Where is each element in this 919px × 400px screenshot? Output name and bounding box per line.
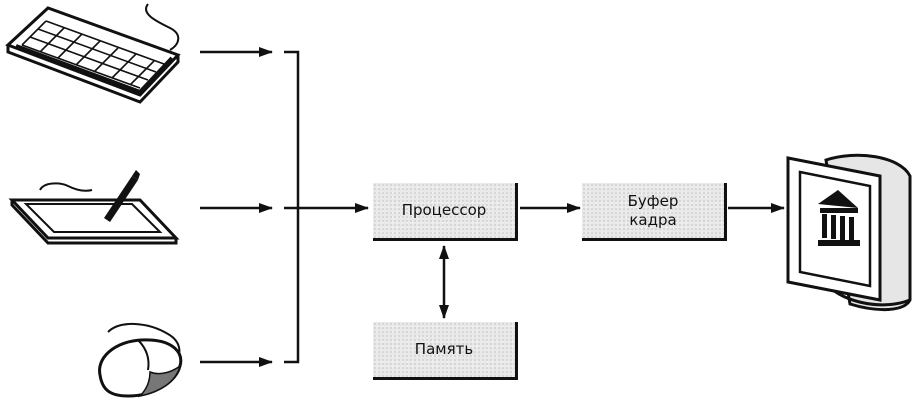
framebuffer-box: Буфер кадра [582,183,727,241]
memory-box: Память [373,322,518,380]
framebuffer-label: Буфер кадра [627,191,679,229]
processor-box: Процессор [373,183,518,241]
mouse-icon [98,322,183,398]
processor-label: Процессор [401,201,487,219]
graphics-tablet-icon [8,170,180,245]
monitor-icon [786,153,912,312]
keyboard-icon [5,3,181,104]
museum-icon [818,190,860,246]
input-bracket [284,50,300,364]
memory-label: Память [414,340,474,358]
